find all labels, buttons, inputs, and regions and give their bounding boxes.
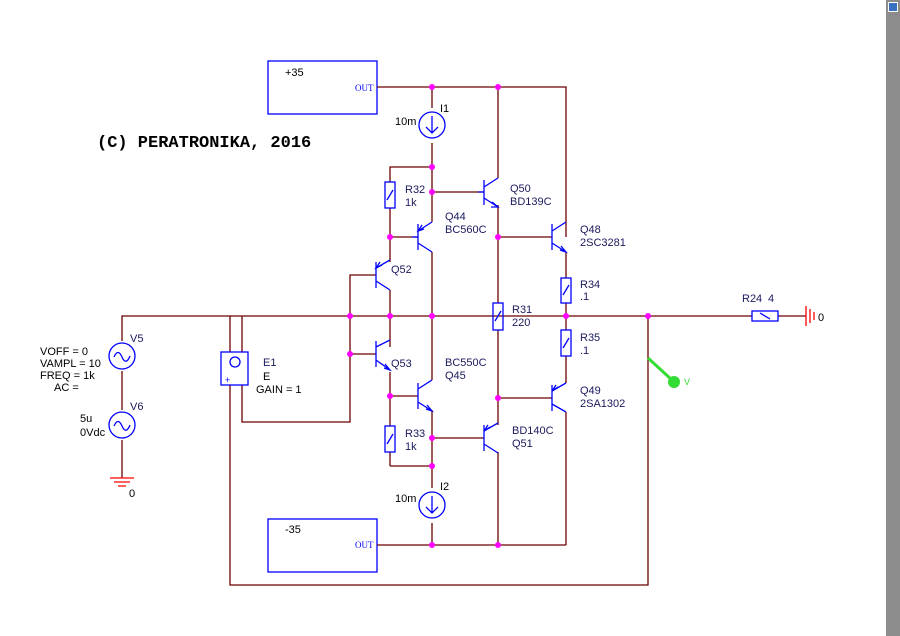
ground-symbol: 0: [110, 477, 135, 500]
svg-text:V6: V6: [130, 401, 143, 413]
svg-text:BC550C: BC550C: [445, 357, 487, 369]
voltage-probe-marker[interactable]: V: [646, 356, 690, 388]
svg-text:5u: 5u: [80, 413, 92, 425]
transistor-q51[interactable]: BD140C Q51: [483, 422, 554, 454]
svg-text:Q52: Q52: [391, 264, 412, 276]
svg-text:V: V: [684, 377, 690, 387]
svg-text:R32: R32: [405, 184, 425, 196]
svg-text:2SC3281: 2SC3281: [580, 237, 626, 249]
ground-symbol-output: 0: [805, 306, 824, 326]
svg-text:FREQ = 1k: FREQ = 1k: [40, 370, 95, 382]
svg-text:10m: 10m: [395, 116, 416, 128]
transistor-q53[interactable]: Q53: [375, 339, 412, 372]
resistor-r31[interactable]: R31 220: [492, 302, 532, 331]
svg-text:1k: 1k: [405, 197, 417, 209]
svg-text:0: 0: [129, 488, 135, 500]
transistor-q45[interactable]: BC550C Q45: [417, 357, 487, 413]
supply-negative-pin: OUT: [355, 540, 374, 550]
svg-text:+: +: [225, 375, 230, 385]
svg-text:V5: V5: [130, 333, 143, 345]
svg-text:I1: I1: [440, 103, 449, 115]
transistor-q44[interactable]: Q44 BC560C: [412, 211, 487, 253]
resistor-r24[interactable]: R24 4: [742, 293, 779, 322]
svg-text:Q53: Q53: [391, 358, 412, 370]
svg-text:0Vdc: 0Vdc: [80, 427, 106, 439]
svg-text:Q49: Q49: [580, 385, 601, 397]
svg-text:.1: .1: [580, 291, 589, 303]
svg-text:Q50: Q50: [510, 183, 531, 195]
svg-text:VAMPL = 10: VAMPL = 10: [40, 358, 101, 370]
supply-positive-label: +35: [285, 67, 304, 79]
junctions: [347, 84, 651, 548]
svg-text:E: E: [263, 371, 270, 383]
resistor-r35[interactable]: R35 .1: [560, 329, 600, 357]
svg-text:R34: R34: [580, 279, 600, 291]
svg-text:R31: R31: [512, 304, 532, 316]
svg-text:BD140C: BD140C: [512, 425, 554, 437]
svg-text:I2: I2: [440, 481, 449, 493]
svg-text:Q44: Q44: [445, 211, 466, 223]
transistor-q48[interactable]: Q48 2SC3281: [551, 221, 626, 254]
window-icon: [888, 2, 898, 12]
copyright-text: (C) PERATRONIKA, 2016: [97, 134, 311, 153]
supply-negative[interactable]: -35 OUT: [267, 518, 378, 573]
current-source-i2[interactable]: I2 10m: [395, 481, 449, 519]
voltage-source-v6[interactable]: V6 5u 0Vdc: [80, 401, 143, 439]
svg-text:BC560C: BC560C: [445, 224, 487, 236]
voltage-source-v5[interactable]: V5 VOFF = 0 VAMPL = 10 FREQ = 1k AC =: [40, 333, 143, 394]
vcvs-e1[interactable]: + E1 E GAIN = 1: [220, 351, 302, 396]
vertical-scrollbar[interactable]: [886, 0, 900, 636]
transistor-q52[interactable]: Q52: [374, 259, 412, 291]
svg-text:R35: R35: [580, 332, 600, 344]
svg-text:Q51: Q51: [512, 438, 533, 450]
svg-text:R33: R33: [405, 428, 425, 440]
svg-text:4: 4: [768, 293, 774, 305]
current-source-i1[interactable]: I1 10m: [395, 103, 449, 139]
svg-text:1k: 1k: [405, 441, 417, 453]
resistor-r34[interactable]: R34 .1: [560, 277, 600, 304]
svg-text:220: 220: [512, 317, 530, 329]
supply-positive-pin: OUT: [355, 83, 374, 93]
svg-text:0: 0: [818, 312, 824, 324]
svg-text:Q45: Q45: [445, 370, 466, 382]
supply-negative-label: -35: [285, 524, 301, 536]
svg-text:AC =: AC =: [54, 382, 79, 394]
svg-text:.1: .1: [580, 345, 589, 357]
svg-text:Q48: Q48: [580, 224, 601, 236]
svg-text:GAIN = 1: GAIN = 1: [256, 384, 302, 396]
svg-text:R24: R24: [742, 293, 762, 305]
svg-text:2SA1302: 2SA1302: [580, 398, 625, 410]
resistor-r32[interactable]: R32 1k: [384, 181, 425, 209]
supply-positive[interactable]: +35 OUT: [267, 60, 378, 115]
wires: [121, 86, 806, 586]
svg-text:10m: 10m: [395, 493, 416, 505]
svg-text:BD139C: BD139C: [510, 196, 552, 208]
resistor-r33[interactable]: R33 1k: [384, 425, 425, 453]
svg-text:VOFF = 0: VOFF = 0: [40, 346, 88, 358]
svg-text:E1: E1: [263, 357, 276, 369]
transistor-q50[interactable]: Q50 BD139C: [478, 177, 552, 208]
transistor-q49[interactable]: Q49 2SA1302: [551, 382, 625, 413]
